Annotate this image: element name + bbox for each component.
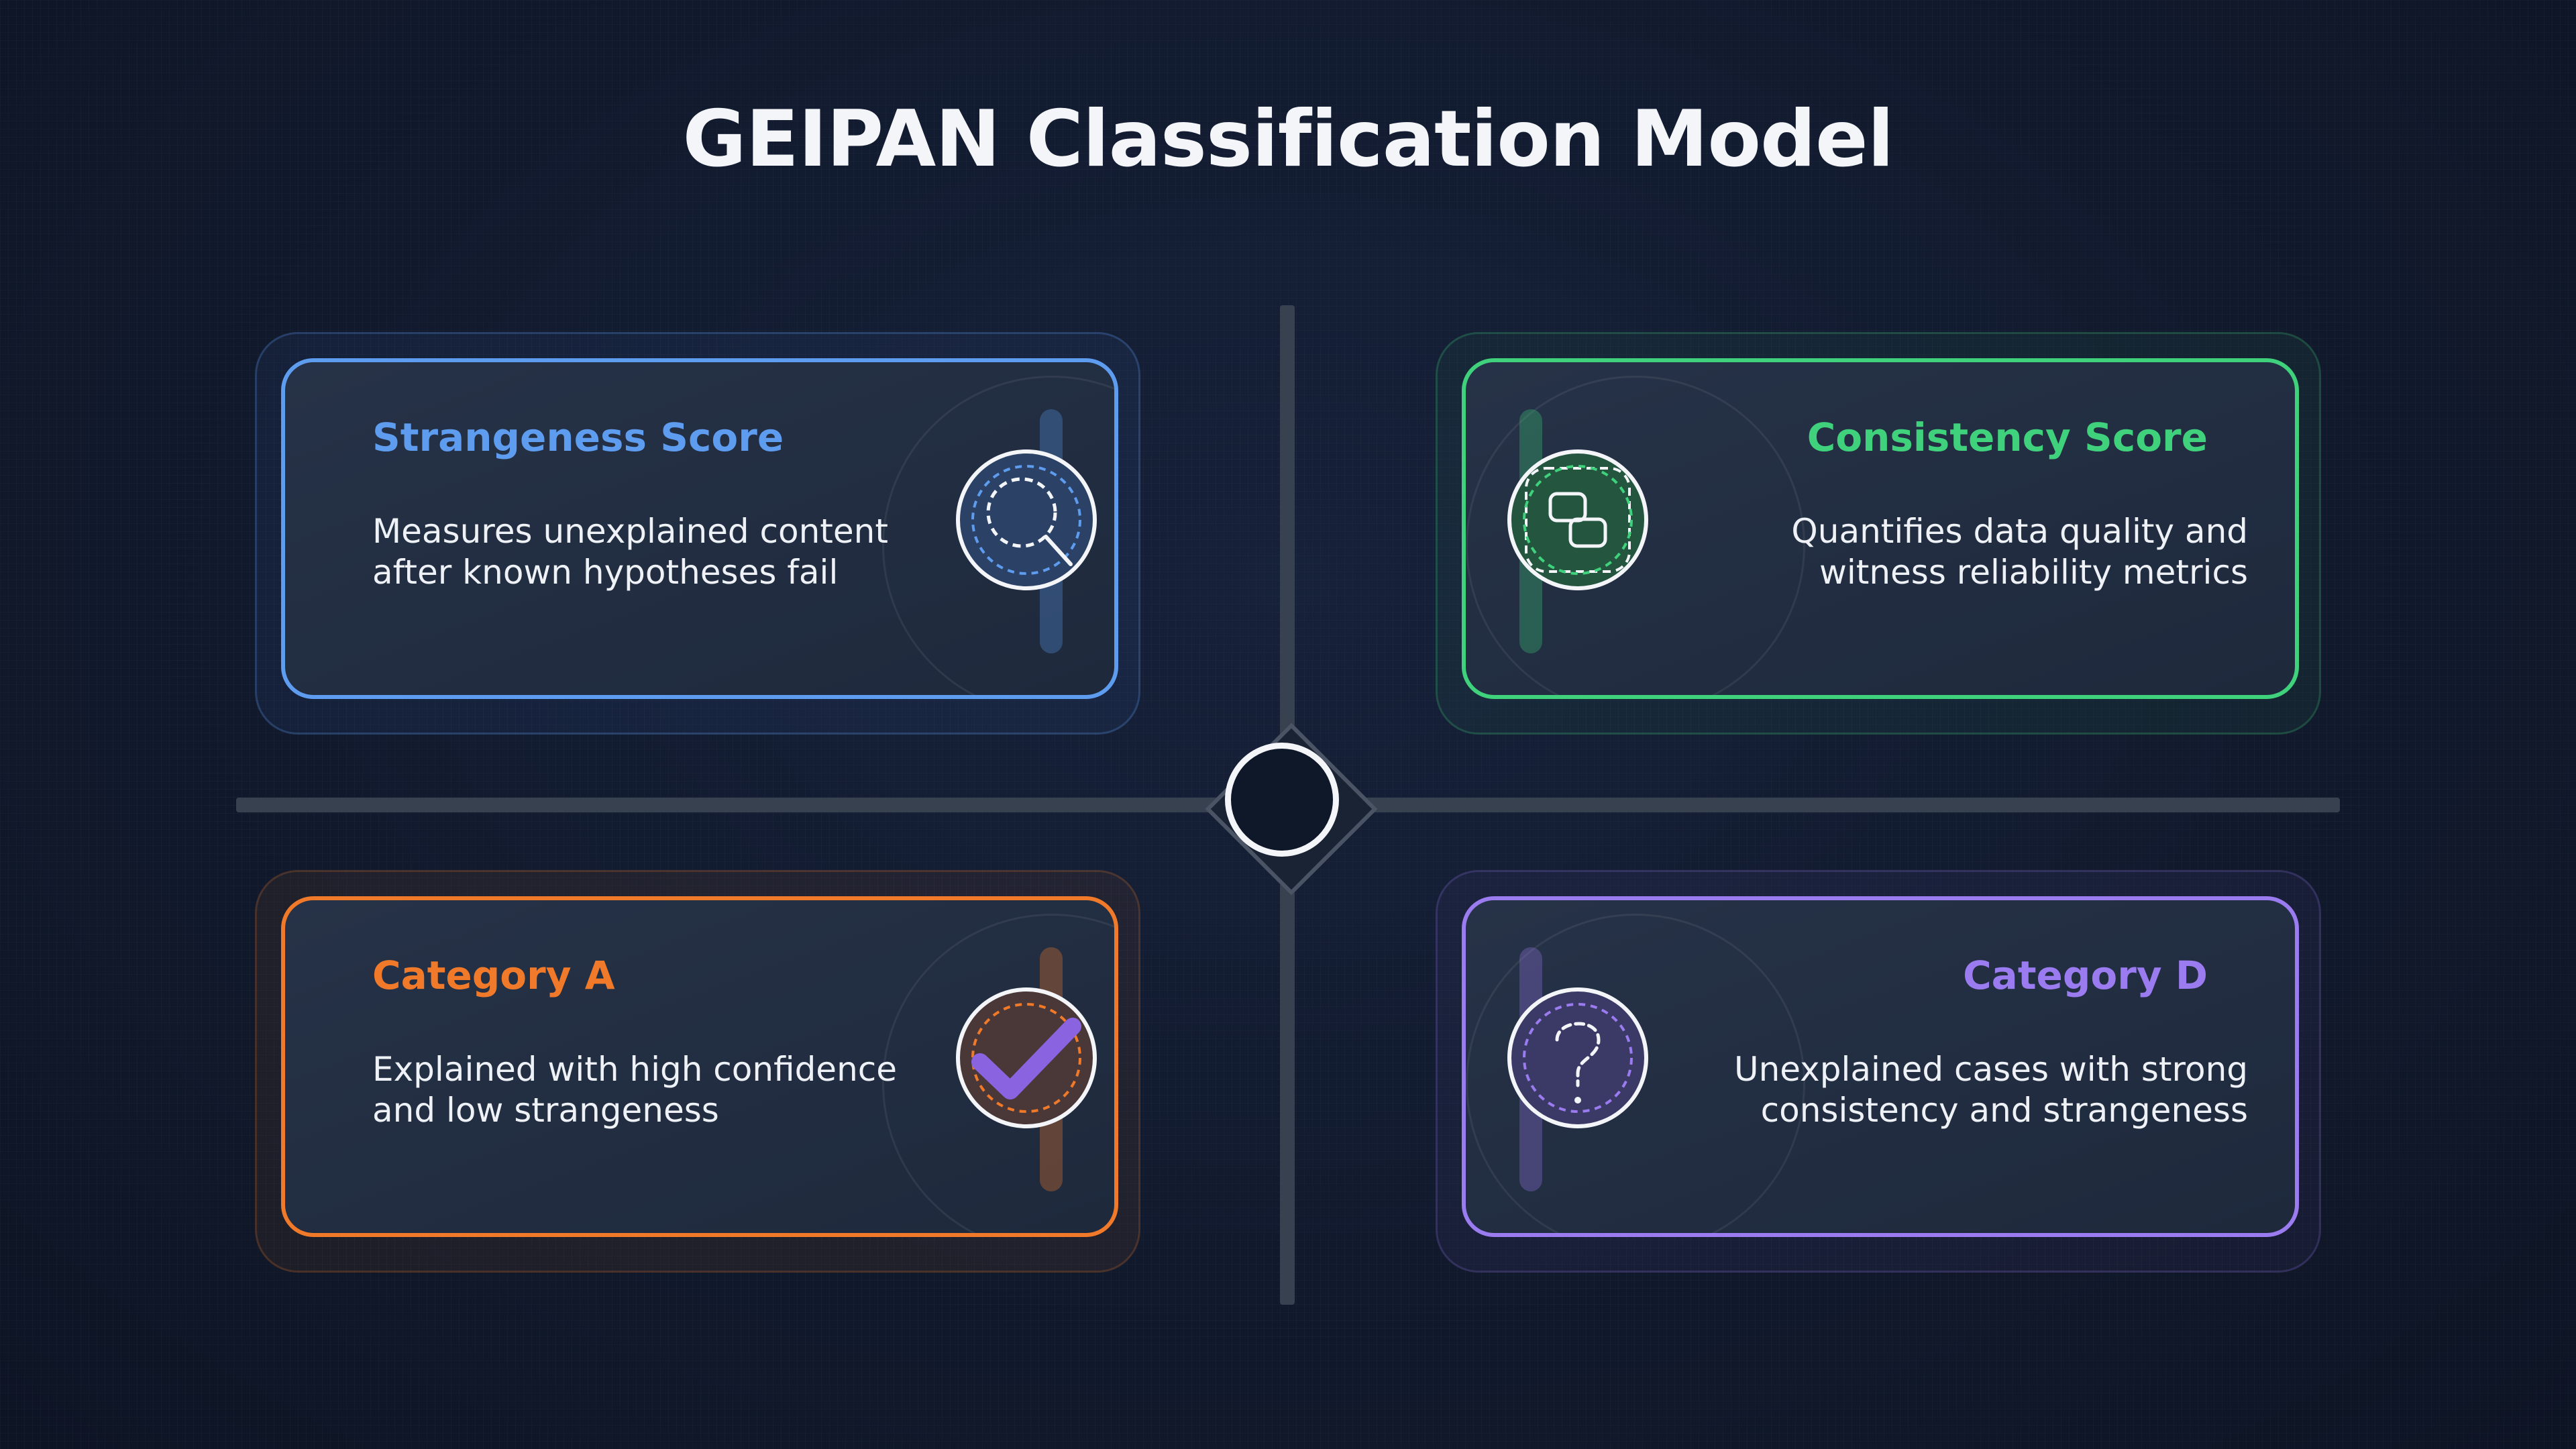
card-title: Strangeness Score [372,415,784,460]
quadrant-consistency-score: Consistency Score Quantifies data qualit… [1436,332,2321,735]
quadrant-category-d: Category D Unexplained cases with strong… [1436,870,2321,1273]
card-description: Unexplained cases with strong consistenc… [1734,1050,2248,1130]
strangeness-score-card: Strangeness Score Measures unexplained c… [281,358,1118,699]
card-title: Category A [372,953,615,998]
icon-halo [1466,376,1805,695]
category-a-card: Category A Explained with high confidenc… [281,896,1118,1237]
card-description: Explained with high confidence and low s… [372,1050,898,1130]
quadrant-strangeness-score: Strangeness Score Measures unexplained c… [255,332,1140,735]
page-title: GEIPAN Classification Model [682,94,1894,184]
card-description: Measures unexplained content after known… [372,512,888,592]
quadrant-category-a: Category A Explained with high confidenc… [255,870,1140,1273]
card-description: Quantifies data quality and witness reli… [1791,512,2248,592]
question-icon [1507,987,1648,1128]
card-title: Category D [1963,953,2208,998]
center-node [1225,743,1339,857]
checkmark-icon [956,987,1097,1128]
linked-squares-icon [1507,449,1648,590]
icon-halo [1466,914,1805,1233]
magnifier-icon [956,449,1097,590]
consistency-score-card: Consistency Score Quantifies data qualit… [1462,358,2299,699]
card-title: Consistency Score [1807,415,2208,460]
category-d-card: Category D Unexplained cases with strong… [1462,896,2299,1237]
